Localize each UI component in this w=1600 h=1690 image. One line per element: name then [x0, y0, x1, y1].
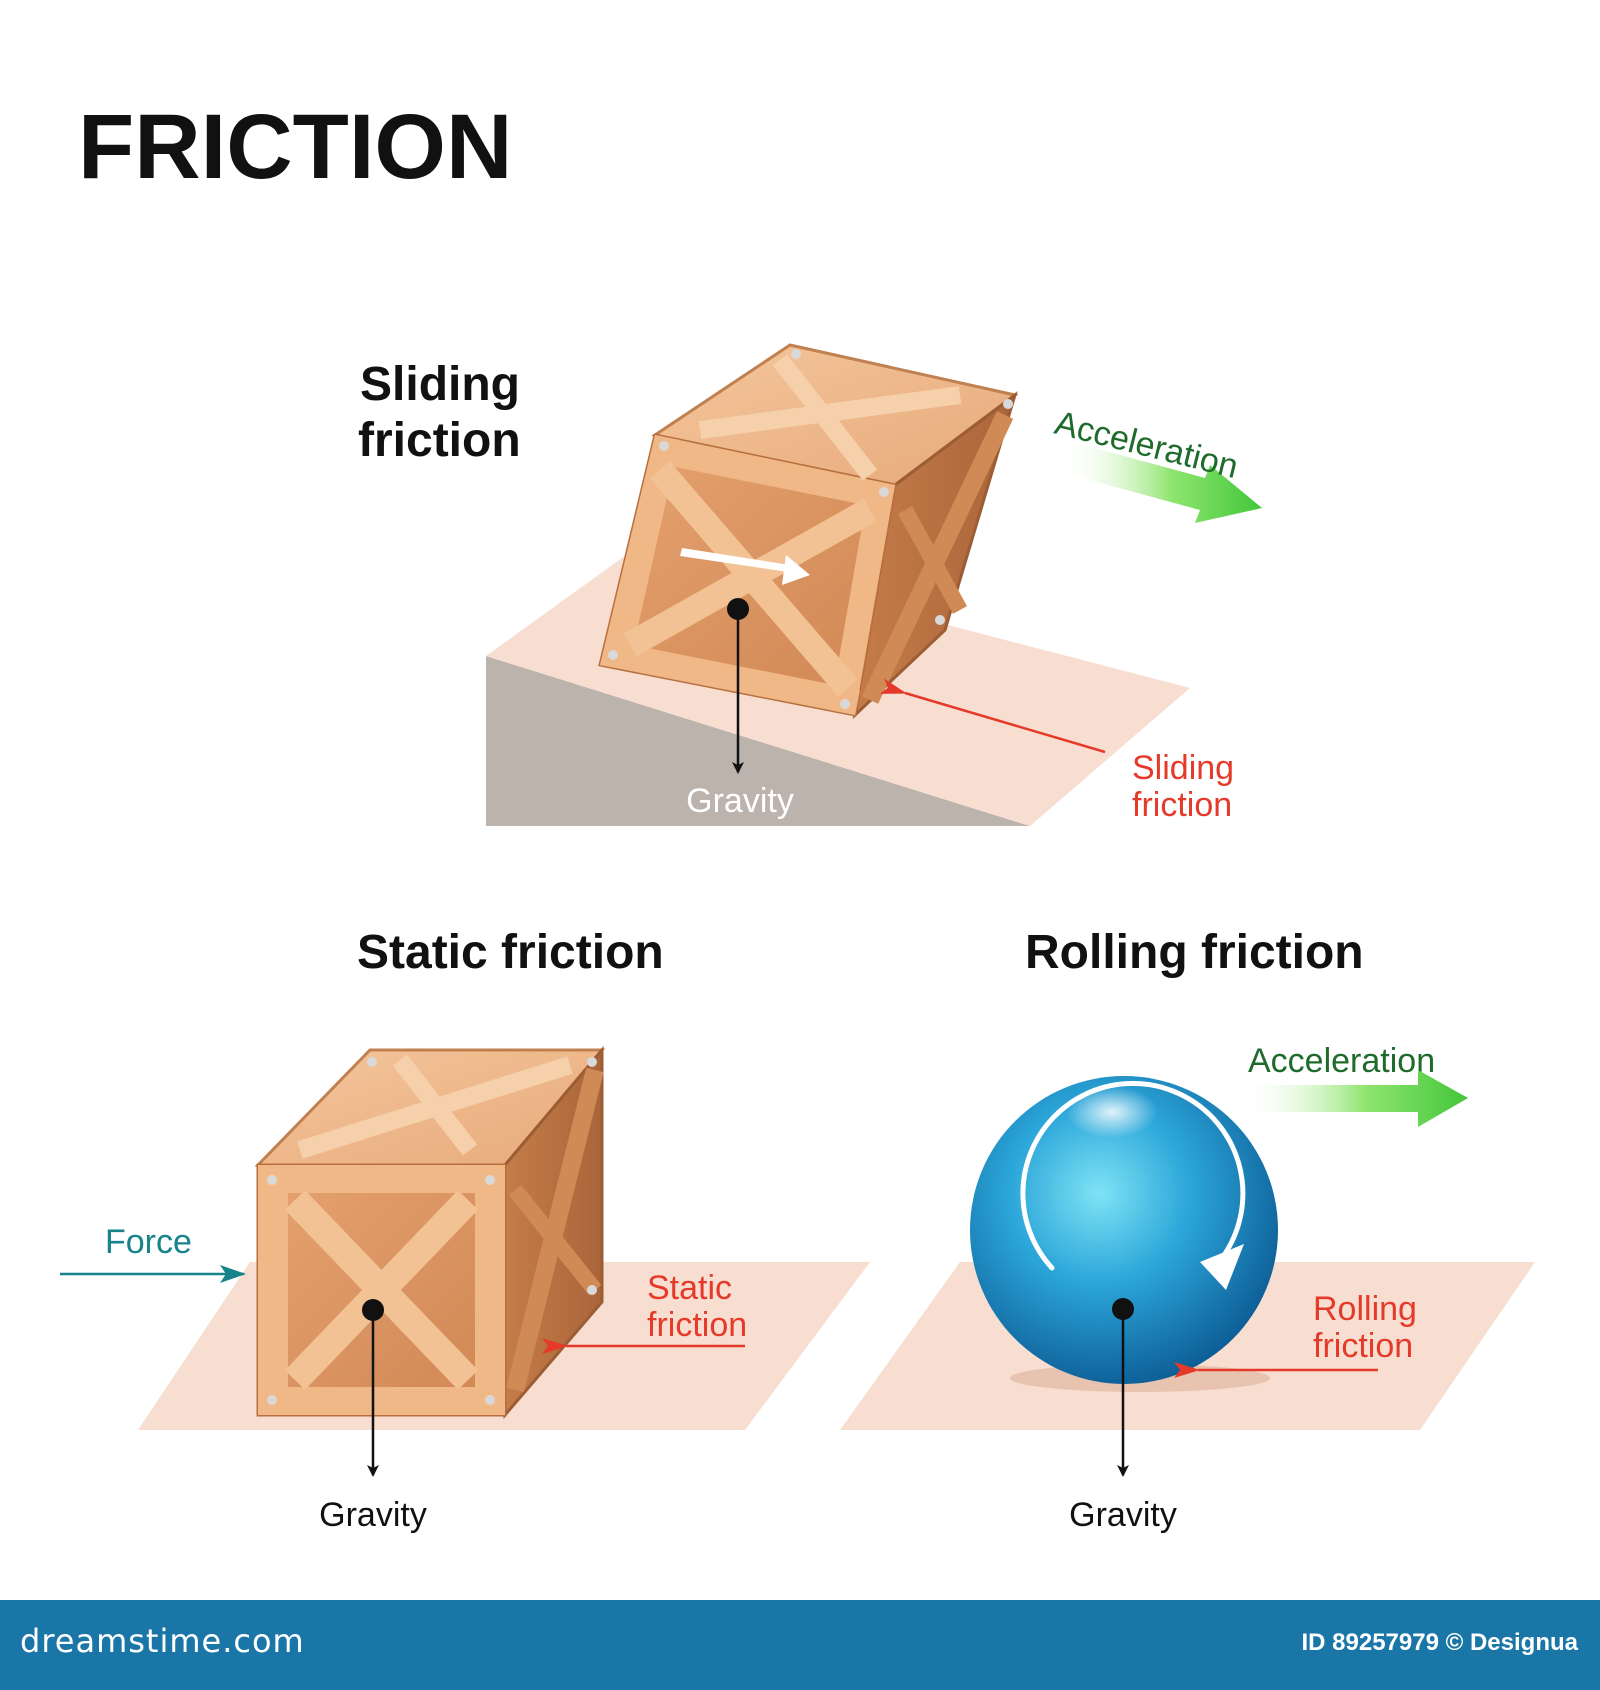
plank — [258, 1165, 288, 1415]
rolling-section: Rolling friction Gravity Rolling frictio… — [840, 926, 1535, 1534]
plank-side — [508, 1185, 602, 1295]
rolling-friction-label-line1: Rolling — [1313, 1290, 1417, 1328]
footer-bar: dreamstime.com ID 89257979 © Designua — [0, 1600, 1600, 1690]
plank — [830, 480, 895, 715]
sliding-friction-label-line2: friction — [1132, 786, 1232, 824]
static-section: Static friction — [60, 926, 870, 1534]
sliding-crate — [598, 343, 1019, 720]
static-heading: Static friction — [357, 926, 664, 979]
static-crate — [254, 1045, 606, 1420]
plank — [258, 1165, 505, 1193]
sliding-heading-line1: Sliding — [360, 358, 520, 411]
sliding-acceleration-arrow — [1060, 440, 1262, 523]
plank-top — [392, 1054, 478, 1156]
ball-highlight — [1066, 1086, 1158, 1138]
rotation-arrow — [1020, 1080, 1246, 1271]
static-friction-label-line1: Static — [647, 1269, 732, 1307]
static-friction-label-line2: friction — [647, 1306, 747, 1344]
rolling-gravity-label: Gravity — [1069, 1496, 1177, 1534]
plank — [650, 435, 895, 510]
plank — [258, 1387, 505, 1415]
plank-brace — [623, 498, 877, 657]
rolling-friction-label-line2: friction — [1313, 1327, 1413, 1365]
sliding-section: Sliding friction — [358, 343, 1262, 826]
plank — [475, 1165, 505, 1415]
sliding-gravity-label: Gravity — [686, 782, 794, 820]
sliding-motion-arrow — [680, 548, 810, 585]
plank — [600, 640, 860, 715]
sliding-friction-label-line1: Sliding — [1132, 749, 1234, 787]
static-gravity-label: Gravity — [319, 1496, 427, 1534]
plank-side — [897, 506, 968, 614]
force-label: Force — [105, 1223, 192, 1261]
ball — [970, 1076, 1278, 1384]
plank-brace — [284, 1190, 479, 1390]
plank — [600, 435, 680, 670]
rotation-arrowhead — [1200, 1244, 1244, 1290]
rolling-acceleration-label: Acceleration — [1248, 1042, 1435, 1080]
sliding-friction-arrow — [879, 678, 1106, 754]
footer-image-id: ID 89257979 © Designua — [1301, 1629, 1579, 1656]
footer-logo[interactable]: dreamstime.com — [20, 1622, 305, 1660]
sliding-heading-line2: friction — [358, 414, 521, 467]
rolling-heading: Rolling friction — [1025, 926, 1364, 979]
rolling-acceleration-arrow — [1240, 1070, 1468, 1127]
page-title: FRICTION — [78, 96, 512, 198]
plank-top — [772, 354, 878, 481]
